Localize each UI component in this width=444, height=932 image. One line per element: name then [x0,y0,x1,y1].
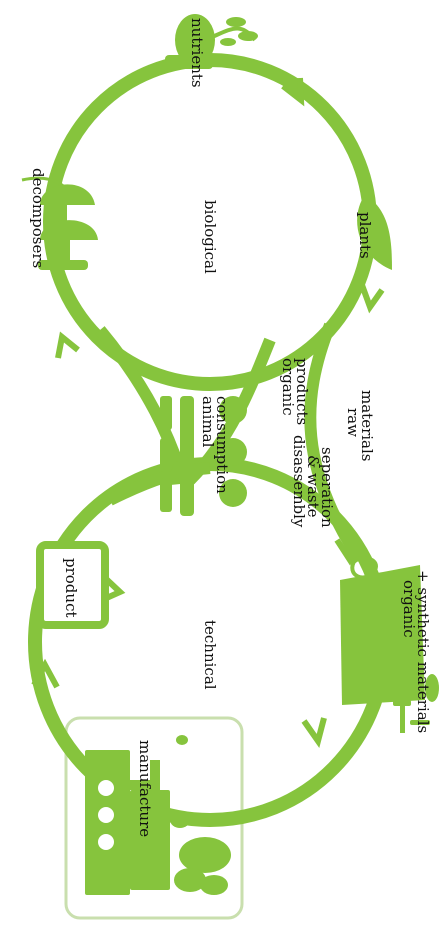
materials-label: organic + synthetic materials [400,570,432,733]
technical-cycle-label: technical [201,620,219,690]
raw-materials-label: raw materials [344,390,376,461]
arrow-marker [301,717,327,749]
materials-block-icon [340,556,425,705]
raw-materials-line-1: raw [344,408,362,437]
crossing-band-lower [107,462,211,506]
disassembly-label: disassembly & waste seperation [290,435,336,532]
animal-consumption-line-1: animal [199,396,217,448]
arrow-marker [31,658,60,689]
organic-products-line-1: organic [279,358,297,416]
tool-icon [393,674,439,733]
arrow-marker [55,331,80,359]
animal-consumption-label: animal consumption [199,396,231,494]
smoke-cloud-icons [170,735,231,895]
raw-materials-connector [304,322,365,564]
disassembly-line-1: disassembly [290,435,308,528]
product-box [36,541,109,629]
plants-label: plants [356,212,374,259]
arrow-marker [334,538,363,566]
organic-products-label: organic products [279,358,311,425]
crossing-band-left [95,326,186,472]
product-label: product [62,558,80,618]
decomposers-label: decomposers [29,168,47,268]
animal-consumption-line-2: consumption [213,396,231,494]
nutrients-label: nutrients [188,18,206,88]
raw-materials-line-2: materials [358,390,376,461]
manufacture-label: manufacture [136,740,154,837]
animal-consumption-icon [160,396,247,516]
arrow-marker [359,283,385,314]
plants-leaf-icon [357,195,392,270]
arrow-marker [281,77,305,107]
materials-line-2: + synthetic materials [414,570,432,733]
manufacture-factory-icon [85,750,170,895]
disassembly-line-3: seperation [318,447,336,528]
materials-line-1: organic [400,580,418,638]
disassembly-line-2: & waste [304,455,322,518]
organic-products-line-2: products [293,358,311,425]
decomposers-mushroom-icon [21,176,98,270]
biological-cycle-label: biological [201,200,219,274]
nutrients-plant-icon [165,14,258,69]
